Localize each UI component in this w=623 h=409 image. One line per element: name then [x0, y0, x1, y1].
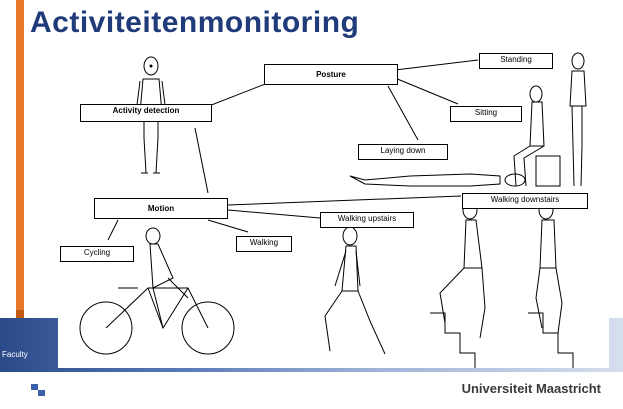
walking-downstairs-label: Walking downstairs	[462, 193, 588, 209]
laying-down-label: Laying down	[358, 144, 448, 160]
connector-line	[387, 85, 419, 141]
slide-title: Activiteitenmonitoring	[30, 6, 360, 39]
walking-upstairs-label: Walking upstairs	[320, 212, 414, 228]
connector-line	[107, 219, 119, 241]
connector-line	[394, 77, 459, 105]
diagram-area: Activity detection Posture Motion Standi…	[58, 48, 609, 368]
footer-bar	[0, 372, 623, 409]
figure-sitting	[513, 85, 561, 187]
connector-line	[207, 219, 249, 233]
connector-line	[394, 59, 479, 71]
posture-box: Posture	[264, 64, 398, 85]
faculty-label: Faculty	[2, 350, 28, 359]
accent-bar	[16, 0, 24, 372]
motion-box: Motion	[94, 198, 228, 219]
figure-walking	[324, 226, 386, 355]
connector-line	[194, 127, 209, 194]
standing-label: Standing	[479, 53, 553, 69]
university-name: Universiteit Maastricht	[461, 381, 601, 396]
figure-cyclist	[79, 227, 235, 355]
figure-upstairs	[430, 200, 486, 368]
connector-line	[227, 195, 462, 206]
walking-label: Walking	[236, 236, 292, 252]
diagram-drawing	[79, 52, 587, 368]
connector-line	[227, 209, 321, 219]
figure-laying	[349, 173, 526, 187]
university-logo-icon	[29, 381, 47, 399]
figure-standing-side	[569, 52, 587, 187]
cycling-label: Cycling	[60, 246, 134, 262]
sitting-label: Sitting	[450, 106, 522, 122]
activity-detection-box: Activity detection	[80, 104, 212, 122]
figure-downstairs	[528, 200, 574, 368]
